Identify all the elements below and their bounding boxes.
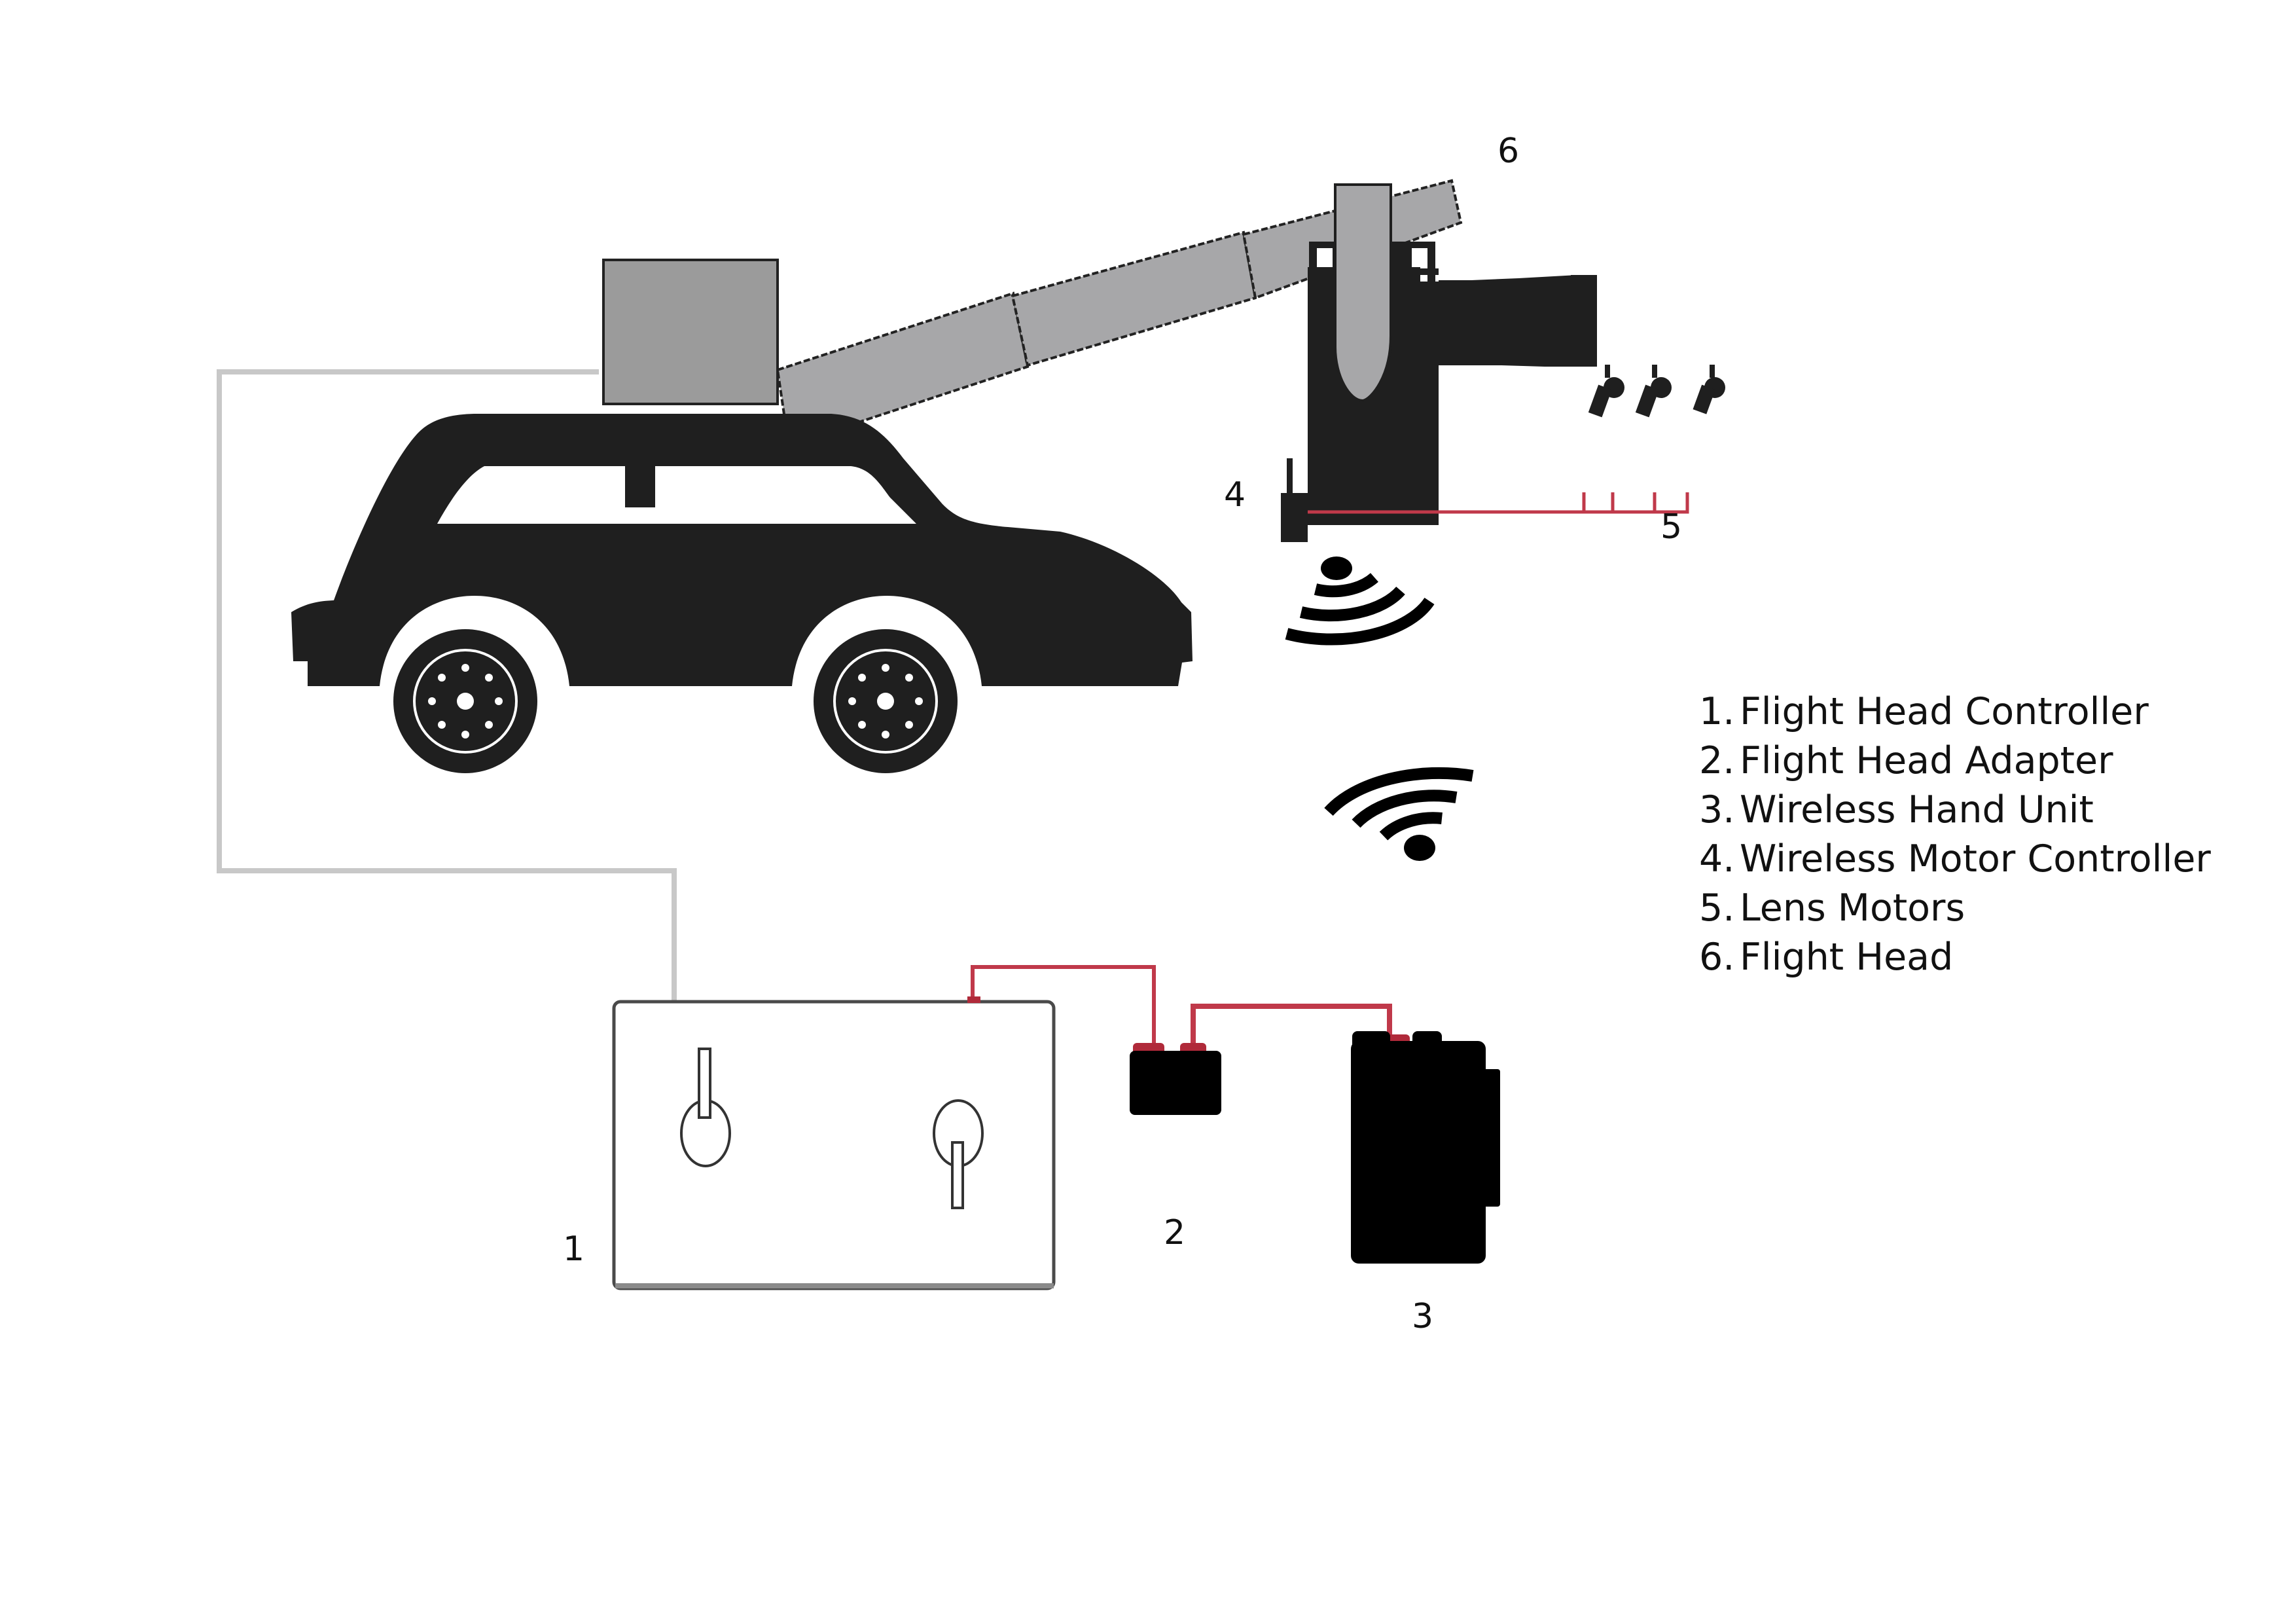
legend-item: 3.Wireless Hand Unit	[1699, 788, 2094, 831]
lens-motor	[1588, 365, 1624, 418]
wireless-hand-unit-icon	[1351, 1031, 1500, 1264]
legend-label: Flight Head Adapter	[1740, 739, 2113, 782]
flight-head-yoke	[1334, 183, 1392, 403]
lens-motor	[1693, 365, 1725, 414]
joystick-right-icon	[933, 1099, 984, 1209]
callout-2: 2	[1164, 1213, 1185, 1252]
callout-6: 6	[1498, 132, 1519, 171]
legend: 1.Flight Head Controller 2.Flight Head A…	[1699, 687, 2211, 982]
legend-label: Wireless Hand Unit	[1740, 788, 2094, 831]
lens-motor	[1635, 365, 1672, 418]
gray-cable	[217, 369, 677, 1002]
callout-3: 3	[1412, 1297, 1433, 1336]
car-icon	[291, 414, 1193, 686]
legend-label: Flight Head Controller	[1740, 690, 2149, 733]
legend-label: Flight Head	[1740, 936, 1954, 979]
lens-motors-icon	[1588, 365, 1725, 418]
camera-icon	[1308, 267, 1597, 525]
joystick-left-icon	[680, 1048, 731, 1167]
legend-label: Lens Motors	[1740, 886, 1965, 930]
flight-head-adapter-icon	[1130, 1043, 1221, 1115]
red-cable-motor	[1308, 492, 1689, 514]
legend-item: 6.Flight Head	[1699, 936, 1954, 979]
legend-item: 1.Flight Head Controller	[1699, 690, 2149, 733]
wireless-motor-controller-icon	[1281, 458, 1308, 542]
rear-wheel-icon	[384, 619, 547, 783]
legend-item: 4.Wireless Motor Controller	[1699, 837, 2211, 881]
front-wheel-icon	[804, 619, 967, 783]
red-cable-adapter-handunit	[1191, 1004, 1392, 1046]
legend-label: Wireless Motor Controller	[1740, 837, 2211, 881]
wireless-signal-icon	[1285, 556, 1435, 646]
legend-item: 5.Lens Motors	[1699, 886, 1965, 930]
flight-head-controller-icon	[612, 996, 1056, 1290]
legend-item: 2.Flight Head Adapter	[1699, 739, 2113, 782]
red-cable-controller-adapter	[971, 965, 1156, 1046]
crane-base-icon	[602, 259, 779, 405]
wifi-icon	[1324, 767, 1474, 861]
callout-1: 1	[563, 1230, 584, 1269]
callout-5: 5	[1660, 507, 1682, 547]
callout-4: 4	[1224, 475, 1246, 515]
